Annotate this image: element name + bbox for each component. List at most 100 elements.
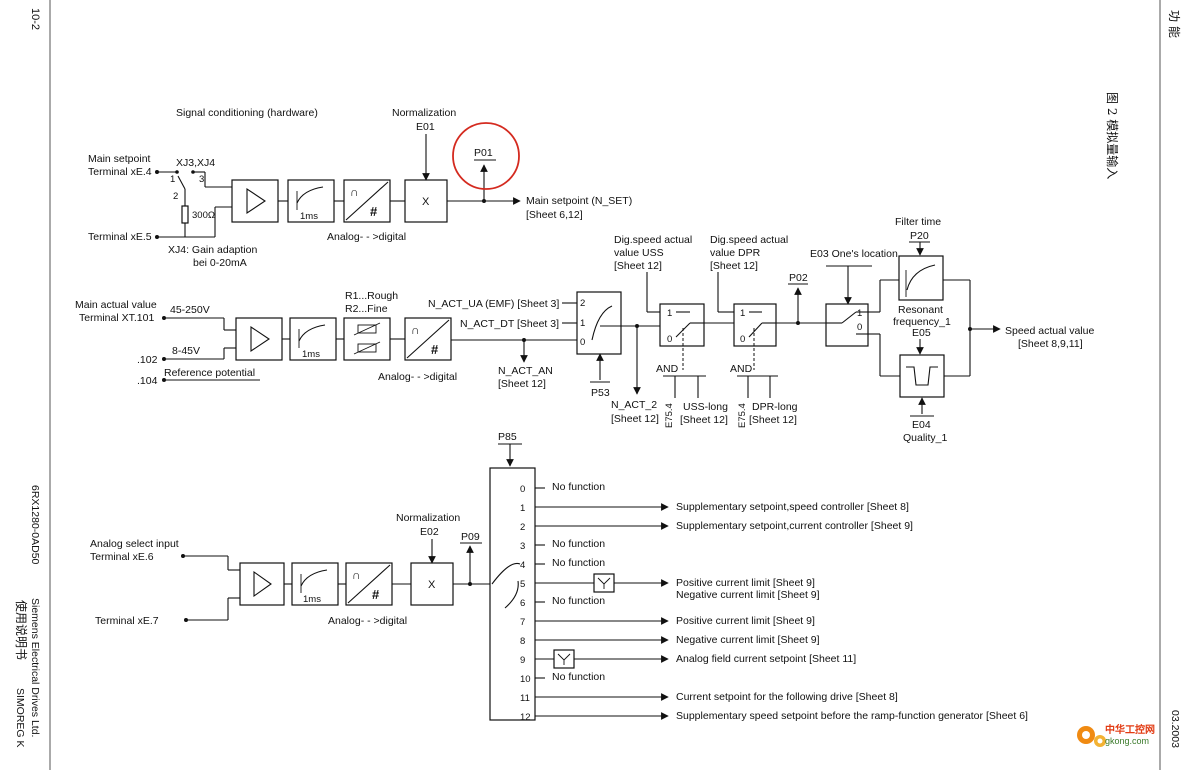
selector-output-label: Negative current limit [Sheet 9] xyxy=(676,634,820,646)
svg-text:2: 2 xyxy=(580,298,585,309)
filter-time-label-3: 1ms xyxy=(303,594,321,605)
watermark-brand: 中华工控网 xyxy=(1105,723,1155,736)
section-analog-select: Analog select input Terminal xE.6 Termin… xyxy=(90,431,1028,723)
amplifier-block-3 xyxy=(239,562,285,606)
speed-actual-ref: [Sheet 8,9,11] xyxy=(1018,338,1083,350)
p85-label: P85 xyxy=(498,431,517,443)
notch-filter-block xyxy=(899,354,945,398)
selector-output-label: No function xyxy=(552,557,605,569)
selector-output-label-2: Negative current limit [Sheet 9] xyxy=(676,589,820,601)
multiplier-block-3 xyxy=(410,562,454,606)
e75-4-label-1: E75.4 xyxy=(664,403,675,428)
svg-text:∩: ∩ xyxy=(352,568,361,582)
uss-long-ref: [Sheet 12] xyxy=(680,414,728,426)
svg-text:#: # xyxy=(431,342,439,357)
p20-label: P20 xyxy=(910,230,929,242)
dig-uss-2: value USS xyxy=(614,247,664,259)
svg-text:1: 1 xyxy=(740,308,745,319)
terminal-104: .104 xyxy=(137,375,158,387)
uss-long: USS-long xyxy=(683,401,728,413)
selector-output-number: 5 xyxy=(520,579,525,590)
xj4-note-2: bei 0-20mA xyxy=(193,257,247,269)
reference-potential: Reference potential xyxy=(164,367,255,379)
adc-label-2: Analog- - >digital xyxy=(378,371,457,383)
e03-label: E03 One's location xyxy=(810,248,898,260)
section-main-setpoint: Signal conditioning (hardware) Main setp… xyxy=(88,107,632,269)
main-actual-label: Main actual value xyxy=(75,299,157,311)
svg-text:0: 0 xyxy=(580,337,585,348)
svg-text:0: 0 xyxy=(740,334,745,345)
p01-label: P01 xyxy=(474,147,493,159)
filter-time-label: Filter time xyxy=(895,216,941,228)
n-act-an-ref: [Sheet 12] xyxy=(498,378,546,390)
gear-icon xyxy=(1077,726,1106,747)
terminal-102: .102 xyxy=(137,354,158,366)
p09-label: P09 xyxy=(461,531,480,543)
e05-label: E05 xyxy=(912,327,931,339)
signal-conditioning-label: Signal conditioning (hardware) xyxy=(176,107,318,119)
adc-label-3: Analog- - >digital xyxy=(328,615,407,627)
dig-uss-3: [Sheet 12] xyxy=(614,260,662,272)
svg-text:∩: ∩ xyxy=(411,323,420,337)
limiter-block xyxy=(553,649,575,669)
selector-output-label: Supplementary speed setpoint before the … xyxy=(676,710,1028,722)
dig-uss-1: Dig.speed actual xyxy=(614,234,692,246)
analog-select-label: Analog select input xyxy=(90,538,179,550)
multiplier-symbol-3: X xyxy=(428,579,436,591)
normalization-label-3: Normalization xyxy=(396,512,460,524)
selector-output-number: 6 xyxy=(520,598,525,609)
r2-fine: R2...Fine xyxy=(345,303,388,315)
dig-dpr-1: Dig.speed actual xyxy=(710,234,788,246)
n-act-ua: N_ACT_UA (EMF) [Sheet 3] xyxy=(428,298,559,310)
terminal-xt101-label: Terminal XT.101 xyxy=(79,312,154,324)
amplifier-block-2 xyxy=(235,317,283,361)
selector-output-label: Positive current limit [Sheet 9] xyxy=(676,577,815,589)
svg-text:1: 1 xyxy=(667,308,672,319)
terminal-e6-label: Terminal xE.6 xyxy=(90,551,154,563)
selector-output-number: 4 xyxy=(520,560,525,571)
n-act-dt: N_ACT_DT [Sheet 3] xyxy=(460,318,559,330)
n-act-an: N_ACT_AN xyxy=(498,365,553,377)
resonant-1: Resonant xyxy=(898,304,943,316)
amplifier-block xyxy=(231,179,279,223)
main-setpoint-label: Main setpoint xyxy=(88,153,151,165)
highlight-circle xyxy=(452,122,520,190)
filter-time-label: 1ms xyxy=(300,211,318,222)
voltage-45-250: 45-250V xyxy=(170,304,210,316)
selector-output-label: Current setpoint for the following drive… xyxy=(676,691,898,703)
and-label-1: AND xyxy=(656,363,679,375)
svg-text:#: # xyxy=(370,204,378,219)
selector-output-number: 3 xyxy=(520,541,525,552)
svg-text:0: 0 xyxy=(667,334,672,345)
multiplier-block xyxy=(404,179,448,223)
filter-select-switch xyxy=(825,303,869,347)
selector-output-label: No function xyxy=(552,481,605,493)
figure-title: 图 2 模拟量输入 xyxy=(1105,92,1120,179)
multiplier-symbol: X xyxy=(422,196,430,208)
adc-label: Analog- - >digital xyxy=(327,231,406,243)
and-label-2: AND xyxy=(730,363,753,375)
function-selector xyxy=(489,467,536,721)
e75-4-label-2: E75.4 xyxy=(737,403,748,428)
section-title: 功 能 xyxy=(1167,10,1181,38)
xj4-note-1: XJ4: Gain adaption xyxy=(168,244,257,256)
watermark: 中华工控网 gkong.com xyxy=(1077,723,1155,747)
selector-output-number: 1 xyxy=(520,503,525,514)
selector-output-number: 10 xyxy=(520,674,531,685)
selector-output-label: Analog field current setpoint [Sheet 11] xyxy=(676,653,856,665)
uss-switch xyxy=(659,303,705,347)
watermark-site: gkong.com xyxy=(1105,736,1149,746)
dpr-switch xyxy=(733,303,777,347)
jumper-pos3: 3 xyxy=(199,174,204,185)
selector-output-label: Supplementary setpoint,speed controller … xyxy=(676,501,909,513)
product-name: SIMOREG K xyxy=(14,688,26,748)
resonant-2: frequency_1 xyxy=(893,316,951,328)
terminal-e4-label: Terminal xE.4 xyxy=(88,166,152,178)
date-label: 03.2003 xyxy=(1169,710,1181,748)
p53-label: P53 xyxy=(591,387,610,399)
svg-text:1: 1 xyxy=(857,308,862,319)
main-setpoint-output-ref: [Sheet 6,12] xyxy=(526,209,583,221)
terminal-e7-label: Terminal xE.7 xyxy=(95,615,159,627)
dpr-long-ref: [Sheet 12] xyxy=(749,414,797,426)
